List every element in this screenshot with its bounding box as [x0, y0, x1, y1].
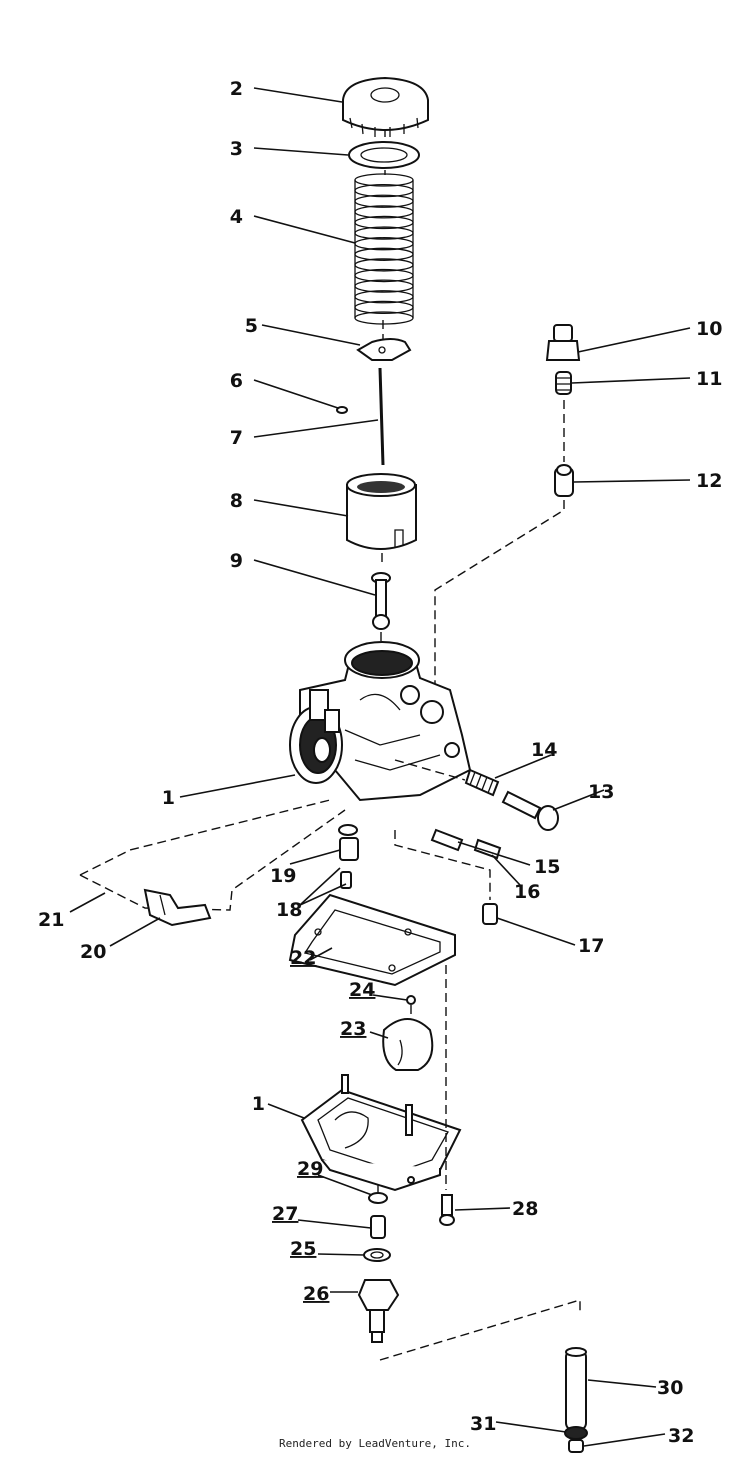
callout-9: 9 [230, 550, 243, 572]
callout-28: 28 [512, 1198, 538, 1220]
callout-19: 19 [270, 865, 296, 887]
gasket-part [288, 893, 456, 987]
bowl-screw-part [439, 1194, 455, 1226]
callout-1-bowl: 1 [252, 1093, 265, 1115]
drain-washer-part [368, 1192, 388, 1204]
adjuster-spring-part [555, 371, 572, 395]
pilot-screw-part [501, 790, 559, 831]
pilot-dashed-line [394, 759, 466, 781]
main-jet-part [370, 1215, 386, 1239]
callout-27: 27 [272, 1203, 298, 1225]
callout-26: 26 [303, 1283, 329, 1305]
callout-5: 5 [245, 315, 258, 337]
callout-11: 11 [696, 368, 722, 390]
pilot-tube-part [565, 1347, 587, 1431]
callout-20: 20 [80, 941, 106, 963]
callout-7: 7 [230, 427, 243, 449]
callout-24: 24 [349, 979, 375, 1001]
jet-screw-part [371, 572, 391, 630]
callout-14: 14 [531, 739, 557, 761]
needle-part [378, 367, 385, 466]
callout-32: 32 [668, 1425, 694, 1447]
callout-leaders [69, 87, 691, 1447]
float-pin-part [406, 995, 416, 1005]
callout-29: 29 [297, 1158, 323, 1180]
float-part [382, 1018, 434, 1071]
pilot-plug-part [568, 1439, 584, 1453]
adjuster-fitting-part [545, 324, 581, 361]
float-bowl-part [300, 1074, 462, 1192]
callout-10: 10 [696, 318, 722, 340]
idle-screw-part [430, 828, 464, 852]
footer-credit: Rendered by LeadVenture, Inc. [278, 1437, 472, 1450]
needle-seat-part [338, 824, 359, 889]
pilot-jet-dashed-line [379, 1299, 581, 1361]
cable-route-dashed-line [434, 500, 565, 700]
callout-8: 8 [230, 490, 243, 512]
callout-25: 25 [290, 1238, 316, 1260]
callout-16: 16 [514, 881, 540, 903]
drain-plug-part [394, 830, 498, 925]
callout-22: 22 [290, 947, 316, 969]
callout-labels: 2 3 4 5 6 7 8 9 10 11 12 1 14 13 15 16 1… [38, 78, 722, 1447]
callout-1-body: 1 [162, 787, 175, 809]
o-ring-part [363, 1248, 391, 1262]
callout-12: 12 [696, 470, 722, 492]
callout-13: 13 [588, 781, 614, 803]
cable-end-part [554, 464, 574, 497]
spring-part [354, 173, 414, 325]
throttle-valve-part [346, 473, 417, 550]
carburetor-body-part [289, 641, 472, 802]
needle-jet-part [357, 1279, 400, 1343]
float-assembly-outline [79, 799, 346, 927]
callout-17: 17 [578, 935, 604, 957]
callout-2: 2 [230, 78, 243, 100]
cap-part [342, 76, 429, 137]
callout-21: 21 [38, 909, 64, 931]
e-clip-part [336, 406, 348, 414]
callout-30: 30 [657, 1377, 683, 1399]
callout-3: 3 [230, 138, 243, 160]
callout-6: 6 [230, 370, 243, 392]
callout-15: 15 [534, 856, 560, 878]
clip-plate-part [356, 338, 412, 361]
callout-4: 4 [230, 206, 243, 228]
callout-18: 18 [276, 899, 302, 921]
washer-part [348, 141, 420, 169]
callout-23: 23 [340, 1018, 366, 1040]
callout-31: 31 [470, 1413, 496, 1435]
pilot-spring-part [464, 768, 500, 797]
